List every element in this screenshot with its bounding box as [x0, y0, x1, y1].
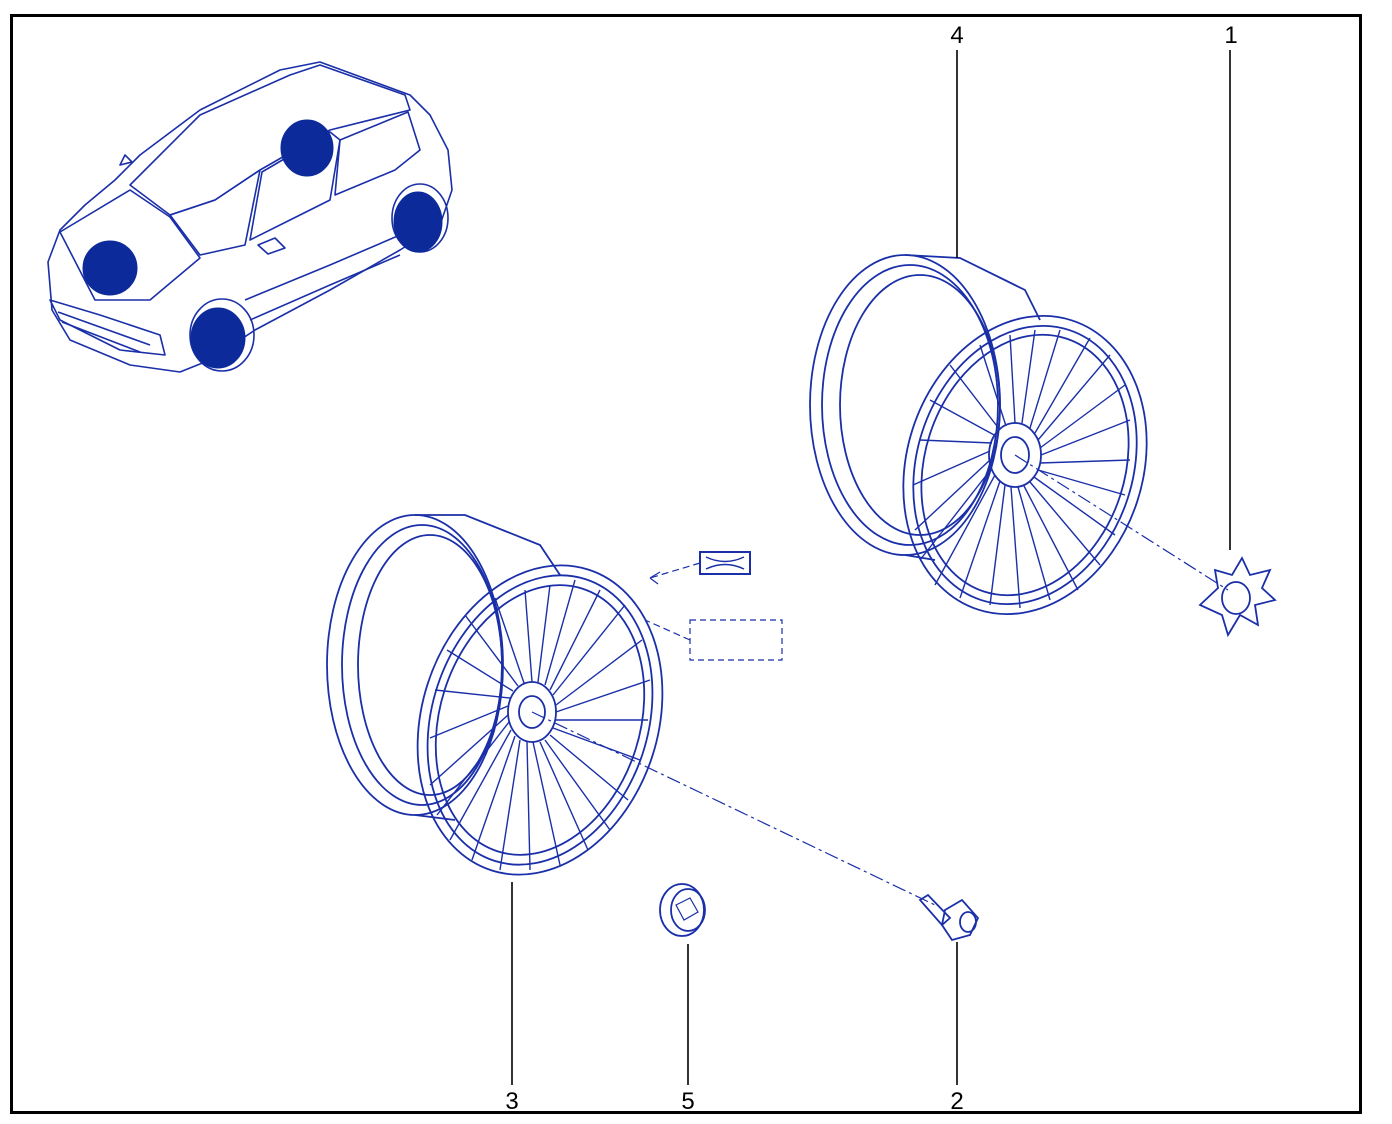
rear-right-wheel-marker — [393, 191, 443, 253]
wheel-bolt-part-2 — [918, 893, 980, 942]
wheel-rim-part-4 — [809, 254, 1148, 615]
assembly-axis-lines — [531, 454, 1229, 906]
hub-cap-part-5 — [659, 883, 706, 937]
callout-2: 2 — [950, 1088, 964, 1115]
label-leader-lines — [644, 562, 701, 641]
front-right-wheel-marker — [190, 307, 246, 369]
callout-4: 4 — [950, 22, 964, 49]
callout-5: 5 — [681, 1088, 695, 1115]
callout-3: 3 — [505, 1088, 519, 1115]
center-cap-part-1 — [1198, 556, 1277, 638]
front-left-wheel-marker — [82, 240, 138, 296]
callout-leaders — [511, 50, 1231, 1085]
callout-1: 1 — [1224, 22, 1238, 49]
rear-left-wheel-marker — [280, 119, 334, 177]
car-wheel-highlights — [82, 119, 443, 369]
car-illustration — [47, 61, 453, 373]
optional-label-outline — [689, 619, 783, 661]
wheel-rim-part-3 — [326, 514, 664, 876]
tyre-pressure-label-icon — [699, 551, 751, 575]
